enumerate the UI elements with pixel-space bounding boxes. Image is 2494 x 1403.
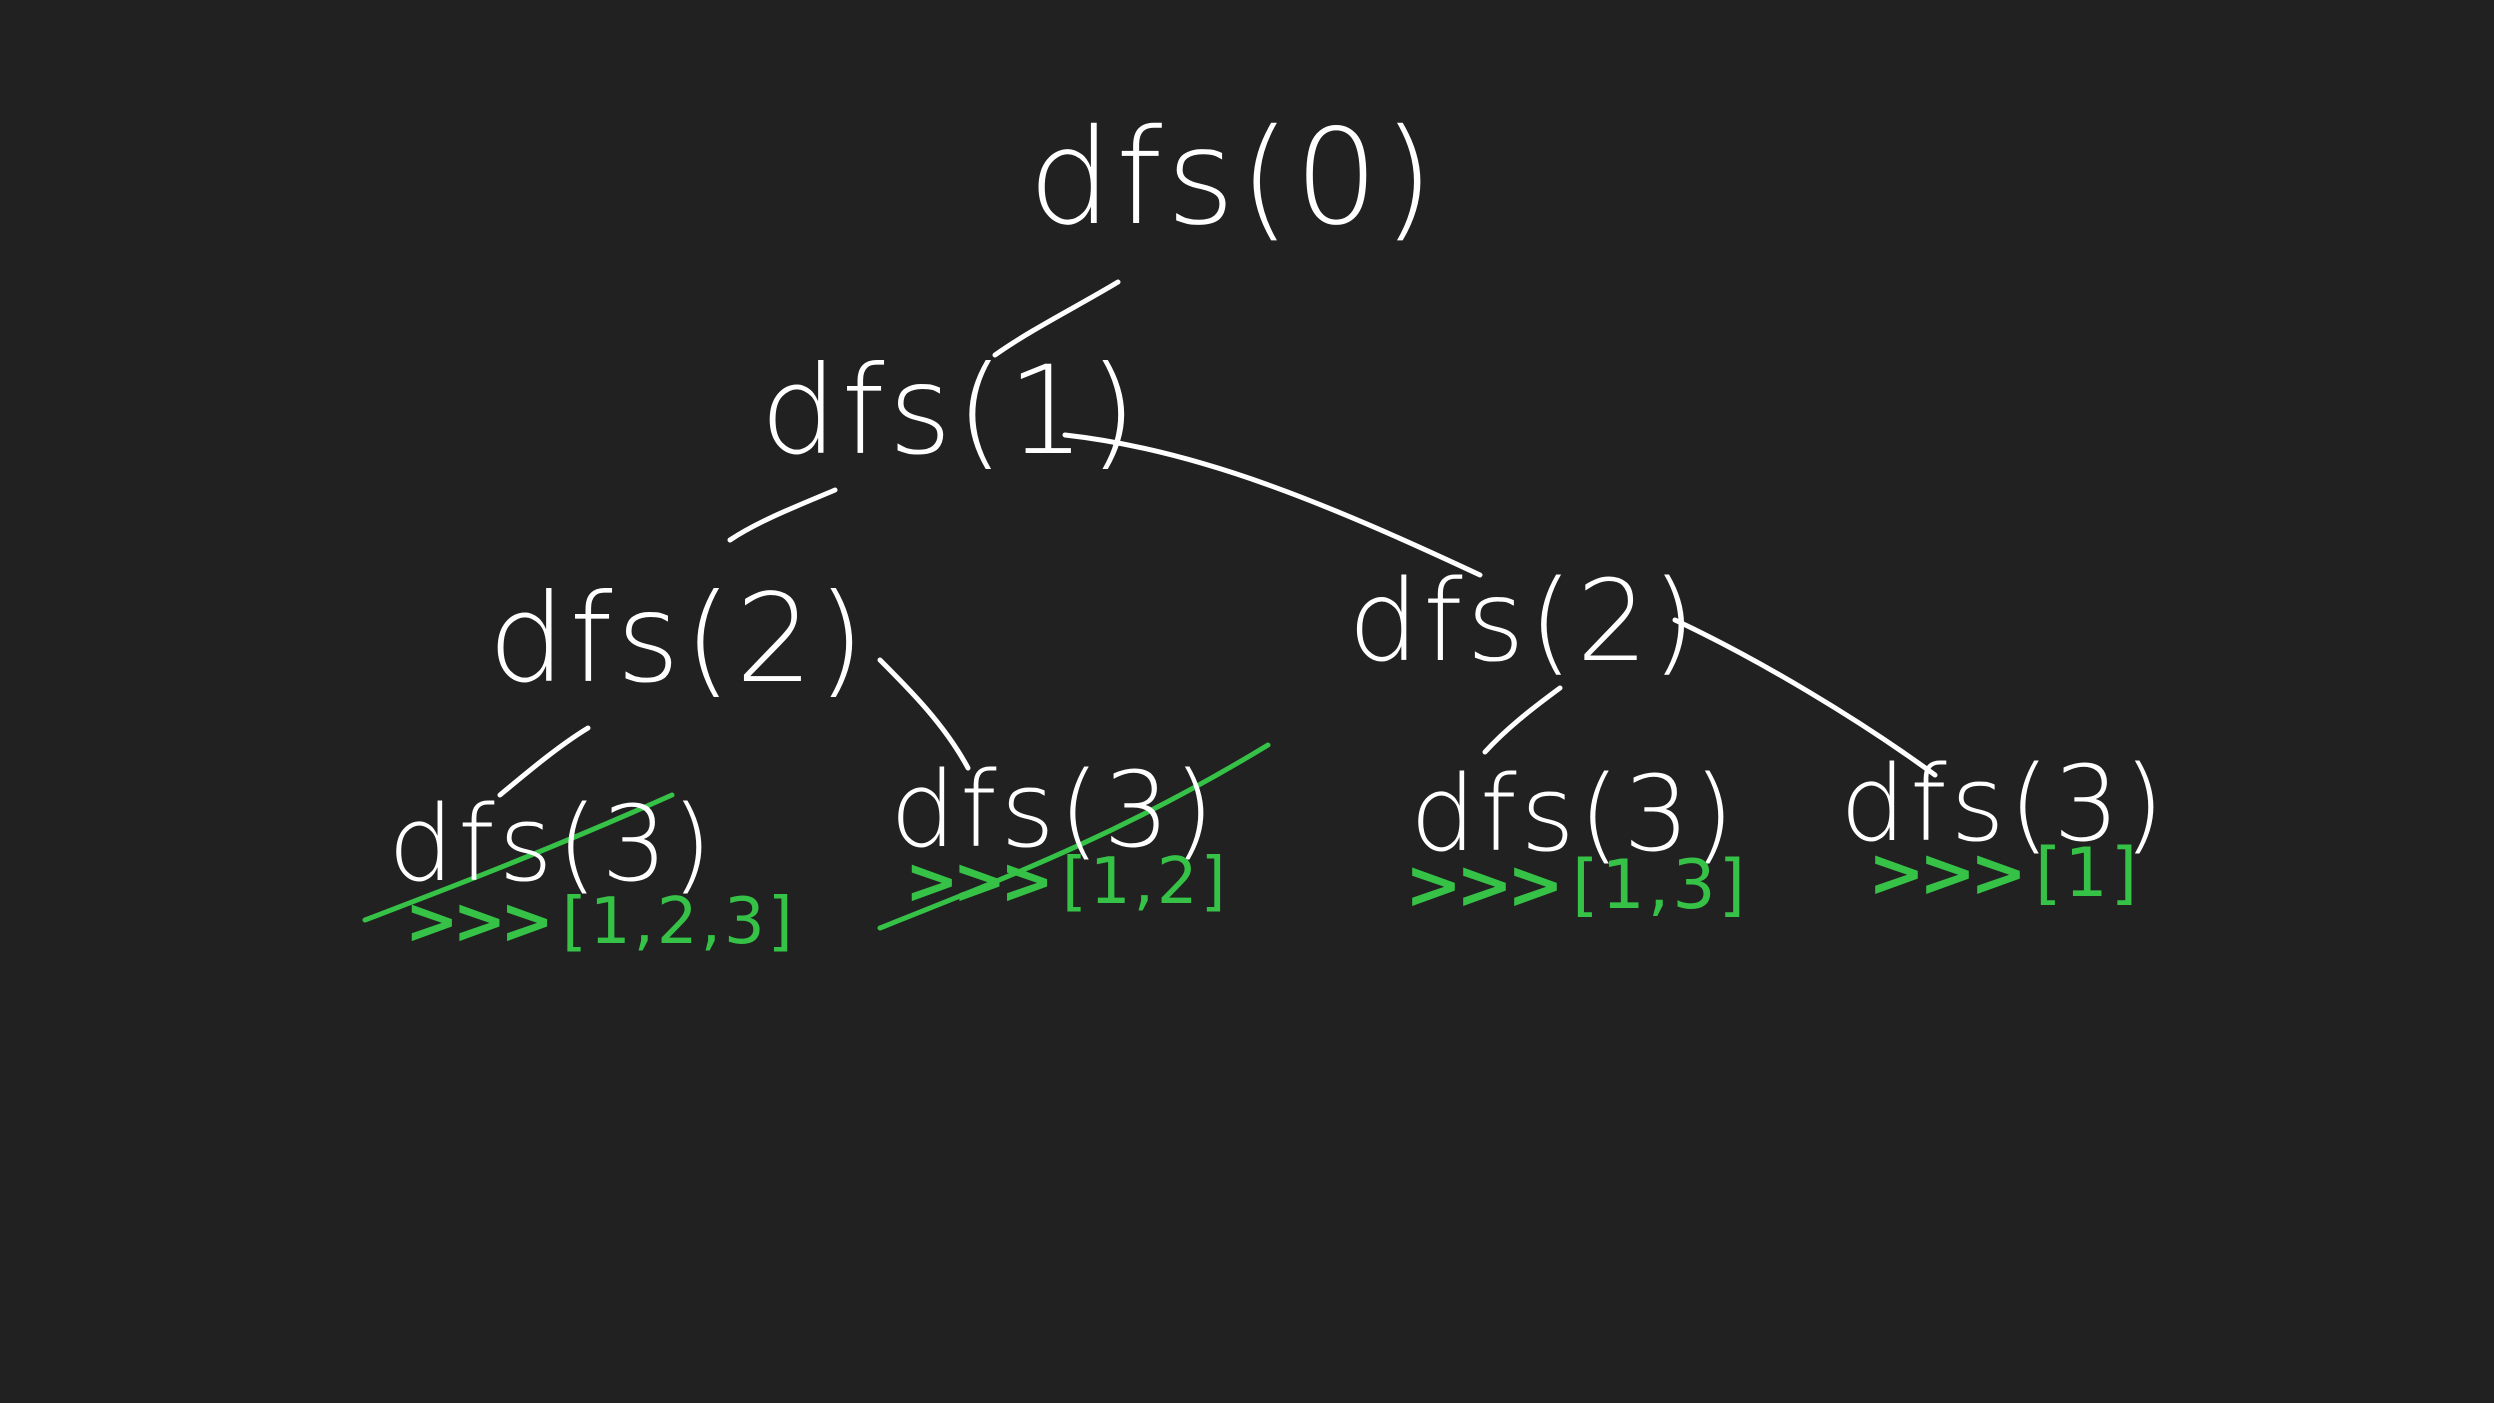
node-level2-right: dfs(2): [1348, 557, 1700, 687]
node-leaf3: dfs(3): [1410, 753, 1739, 875]
node-level1: dfs(1): [760, 340, 1141, 482]
result-arrow: >>>: [405, 885, 554, 959]
result-arrow: >>>: [1868, 834, 2027, 913]
result-list: [1,2,3]: [561, 885, 796, 959]
result-list: [1,3]: [1571, 846, 1749, 925]
node-leaf1: dfs(3): [388, 783, 717, 905]
result-leaf4: >>>[1]: [1868, 840, 2140, 908]
edge-level2-left-to-leaf1: [497, 725, 591, 798]
result-arrow: >>>: [905, 845, 1054, 919]
node-level2-left: dfs(2): [488, 568, 869, 710]
result-arrow: >>>: [1405, 846, 1564, 925]
node-root: dfs(0): [1028, 101, 1439, 255]
edge-level2-left-to-leaf2: [877, 657, 971, 771]
result-leaf1: >>>[1,2,3]: [405, 890, 796, 954]
edge-level1-to-level2-right: [1062, 432, 1483, 578]
edge-level2-right-to-leaf3: [1482, 685, 1563, 755]
node-leaf2: dfs(3): [890, 749, 1219, 871]
strike-leaf1: [362, 792, 675, 923]
result-leaf3: >>>[1,3]: [1405, 852, 1748, 920]
strike-leaf2: [877, 742, 1271, 931]
edge-level2-right-to-leaf4: [1672, 617, 1938, 778]
result-list: [1]: [2034, 834, 2141, 913]
edge-root-to-level1: [992, 279, 1121, 358]
result-leaf2: >>>[1,2]: [905, 850, 1229, 914]
edge-level1-to-level2-left: [727, 487, 838, 543]
node-leaf4: dfs(3): [1840, 743, 2169, 865]
result-list: [1,2]: [1061, 845, 1229, 919]
